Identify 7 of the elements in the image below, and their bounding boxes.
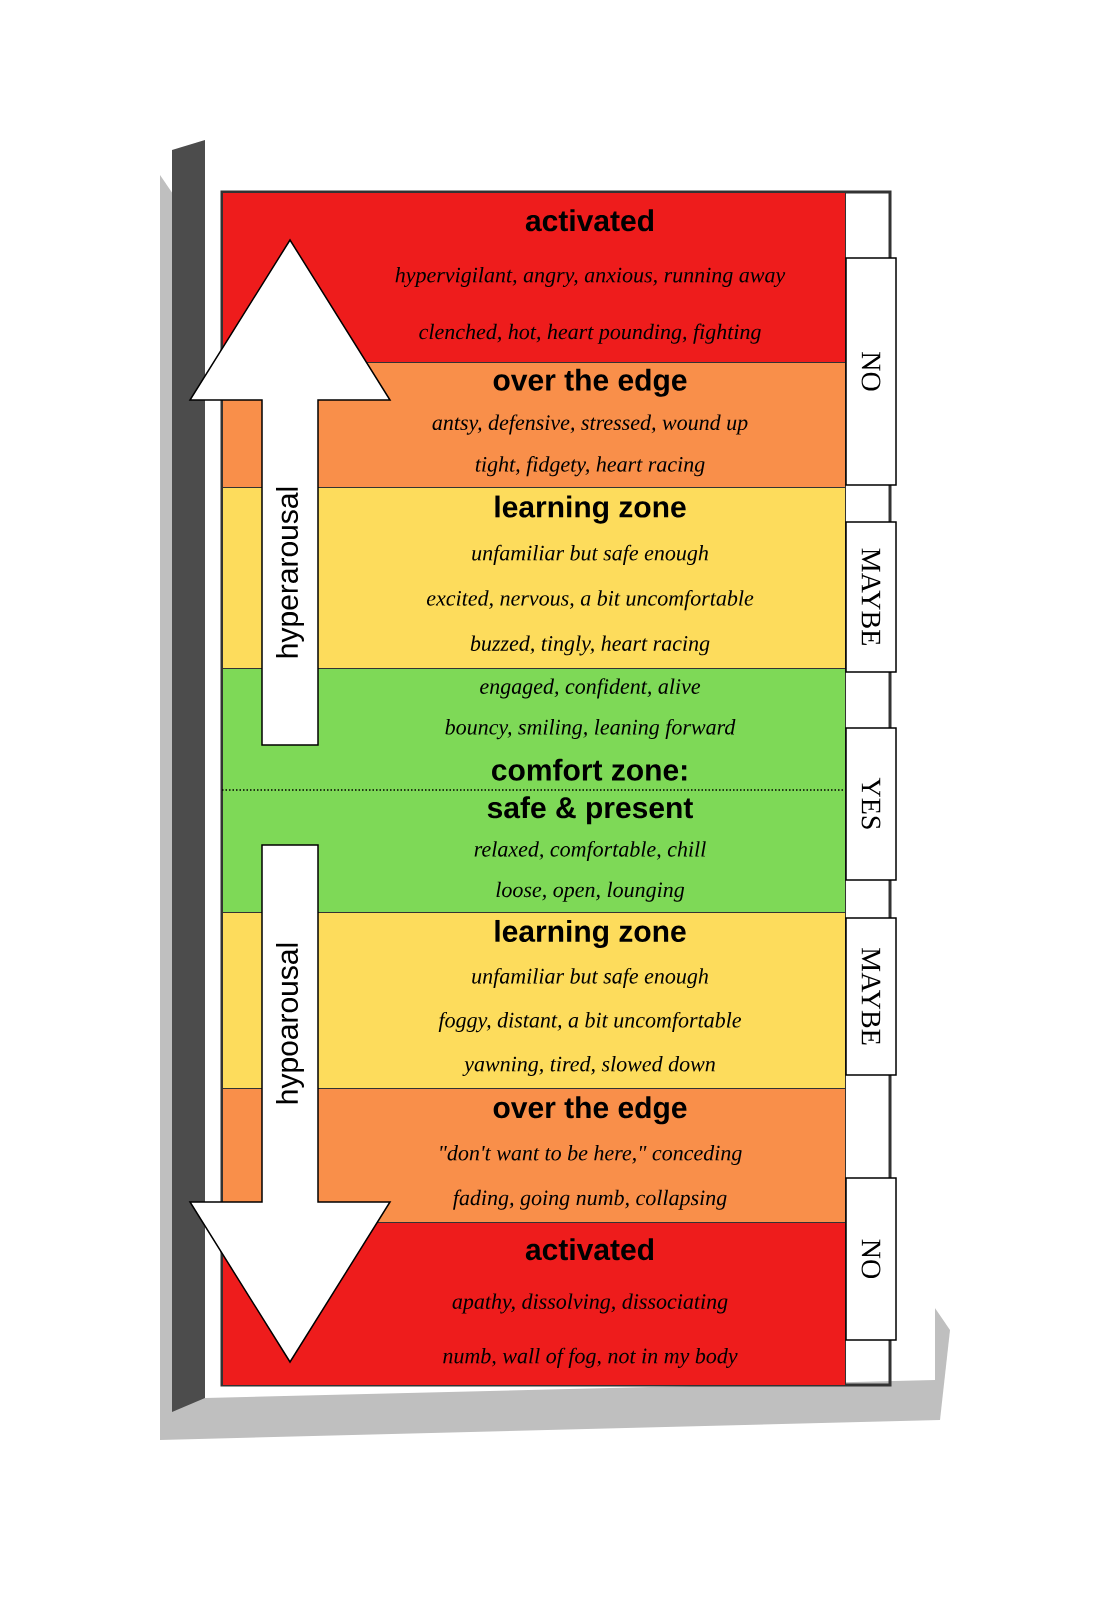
zone-band: engaged, confident, alive bouncy, smiling, leaning forward comfort zone: safe & present relaxed, comfortable, chill loose, open, lounging [221, 668, 846, 913]
response-box: NO [845, 1177, 897, 1341]
zone-band: activated hypervigilant, angry, anxious, running away clenched, hot, heart pounding, fighting [222, 192, 846, 363]
response-box: MAYBE [845, 917, 897, 1076]
response-box: MAYBE [845, 521, 897, 673]
response-box: YES [845, 727, 897, 881]
response-box: NO [845, 257, 897, 486]
